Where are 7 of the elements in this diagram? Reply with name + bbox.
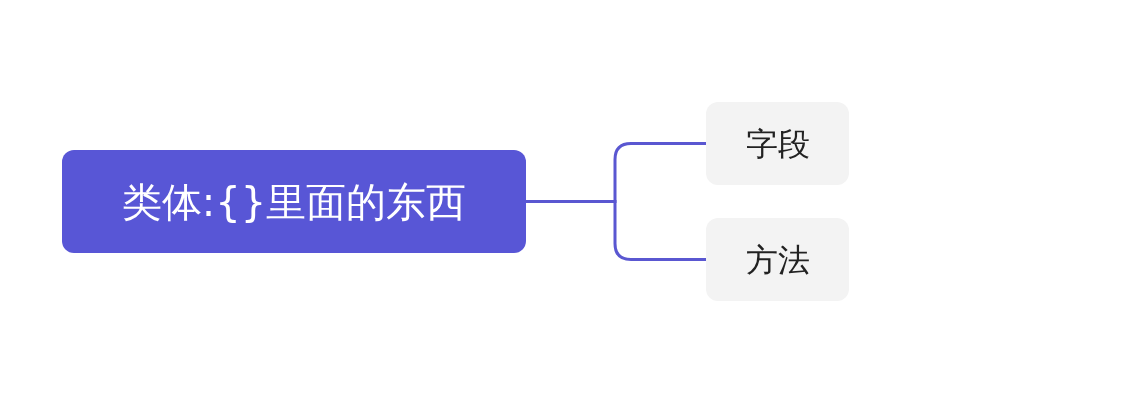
connector-line bbox=[526, 200, 706, 261]
node-label: 字段 bbox=[745, 127, 810, 160]
subtopic-box bbox=[706, 102, 849, 185]
subtopic-box bbox=[706, 218, 849, 301]
topic-box bbox=[62, 150, 526, 253]
node-label: 方法 bbox=[745, 243, 810, 276]
node-label: 类体:{}里面的东西 bbox=[121, 181, 467, 222]
